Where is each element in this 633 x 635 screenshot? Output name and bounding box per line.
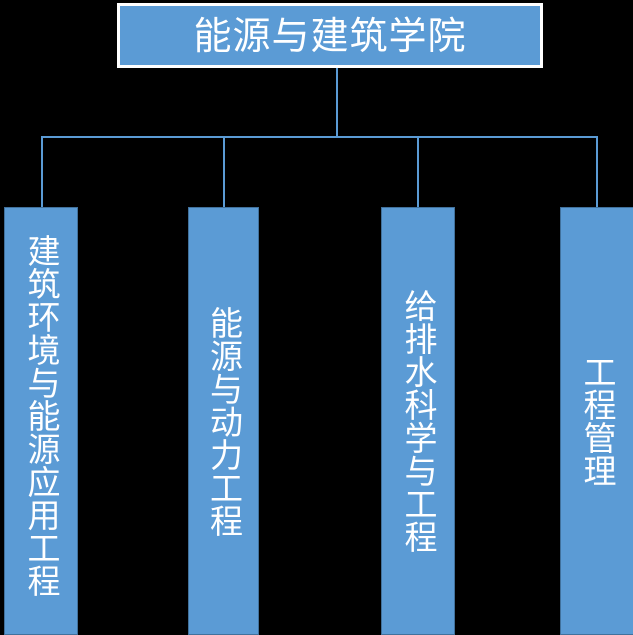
org-node-child-4[interactable]: 工程管理 bbox=[560, 207, 633, 635]
connector-drop-4 bbox=[596, 136, 598, 208]
org-node-child-2-label: 能源与动力工程 bbox=[204, 305, 244, 537]
org-node-child-1[interactable]: 建筑环境与能源应用工程 bbox=[4, 207, 78, 635]
connector-horizontal-bus bbox=[41, 136, 598, 138]
org-node-child-1-label: 建筑环境与能源应用工程 bbox=[22, 234, 61, 597]
org-node-root[interactable]: 能源与建筑学院 bbox=[117, 3, 543, 68]
connector-drop-3 bbox=[417, 136, 419, 208]
connector-drop-1 bbox=[41, 136, 43, 208]
connector-drop-2 bbox=[223, 136, 225, 208]
org-node-child-4-label: 工程管理 bbox=[578, 355, 617, 487]
org-node-root-label: 能源与建筑学院 bbox=[193, 13, 467, 58]
org-node-child-2[interactable]: 能源与动力工程 bbox=[188, 207, 259, 635]
org-node-child-3[interactable]: 给排水科学与工程 bbox=[381, 207, 455, 635]
org-node-child-3-label: 给排水科学与工程 bbox=[399, 289, 438, 553]
connector-root-stem bbox=[336, 68, 338, 138]
